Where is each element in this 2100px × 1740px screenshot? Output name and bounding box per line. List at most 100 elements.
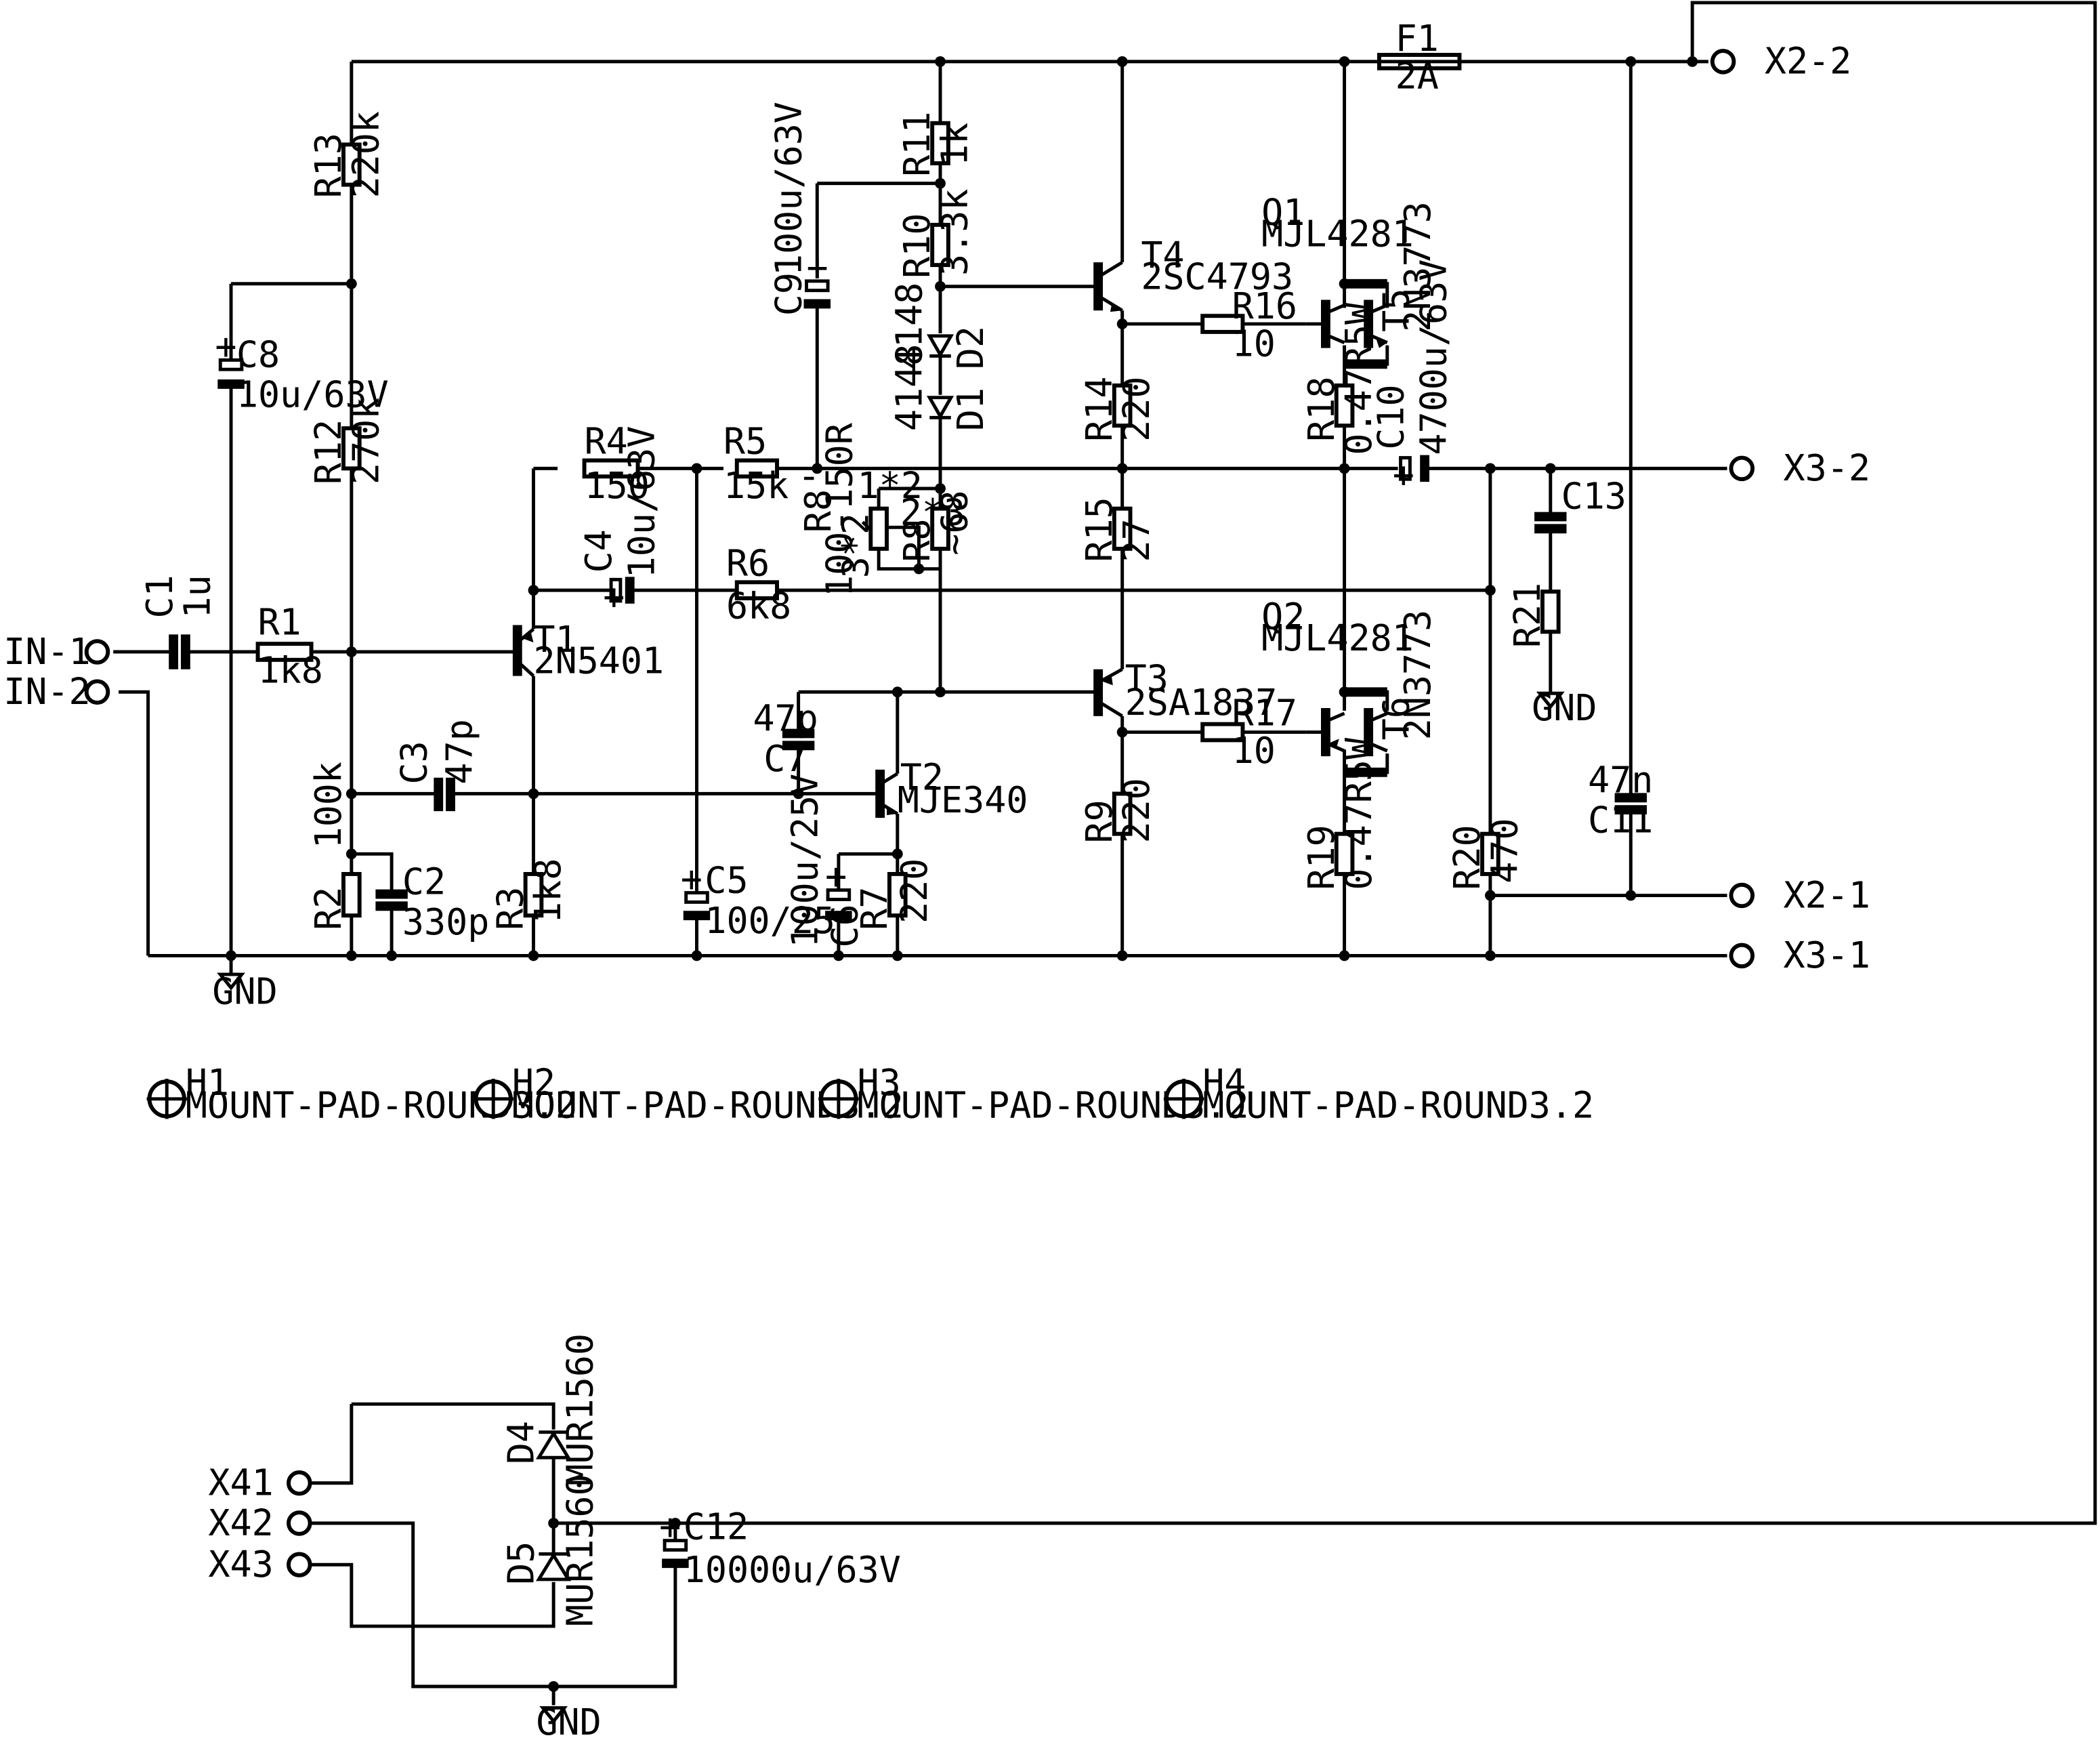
svg-text:47n: 47n — [1588, 758, 1653, 801]
svg-text:47p: 47p — [753, 697, 818, 740]
ground-symbol: GND — [1532, 686, 1597, 729]
svg-text:2N3773: 2N3773 — [1396, 610, 1439, 741]
resistor-r10: R10 3.3k — [896, 188, 975, 278]
svg-text:R20: R20 — [1446, 825, 1488, 890]
resistor-r13: R13 220k — [307, 111, 387, 198]
svg-text:R7: R7 — [853, 887, 896, 930]
terminal-x3-2[interactable]: X3-2 — [1729, 447, 1870, 489]
resistor-r15: R15 27 — [1078, 497, 1158, 562]
svg-text:R19: R19 — [1300, 825, 1343, 890]
svg-text:1k8: 1k8 — [258, 648, 323, 691]
terminal-x2-2[interactable]: X2-2 — [1710, 40, 1851, 83]
svg-text:MJL4281: MJL4281 — [1261, 617, 1414, 659]
junctions — [226, 56, 1698, 1692]
svg-text:X3-2: X3-2 — [1784, 447, 1870, 489]
svg-text:IN-1: IN-1 — [3, 630, 90, 673]
svg-text:220: 220 — [1115, 377, 1158, 442]
svg-text:+: + — [603, 575, 625, 618]
svg-text:D1: D1 — [949, 388, 992, 431]
svg-text:C3: C3 — [392, 741, 435, 784]
svg-text:47p: 47p — [438, 719, 481, 784]
svg-text:R14: R14 — [1078, 377, 1120, 442]
svg-text:100u/63V: 100u/63V — [768, 102, 810, 276]
svg-text:C4: C4 — [577, 529, 620, 573]
capacitor-c2: C2 330p — [375, 861, 489, 943]
svg-text:H4: H4 — [1202, 1061, 1246, 1104]
resistor-r9: R9 220 — [1078, 778, 1158, 843]
svg-text:1*2: 1*2 — [858, 464, 923, 507]
fuse-f1: F1 2A — [1377, 17, 1462, 97]
terminal-in-1[interactable]: IN-1 — [3, 630, 110, 673]
svg-text:1k8: 1k8 — [526, 858, 569, 924]
svg-text:R4: R4 — [585, 420, 628, 463]
transistor-q1-t5: Q1 MJL4281 T5 2N3773 — [1261, 191, 1439, 369]
svg-text:C1: C1 — [138, 575, 181, 618]
svg-text:+: + — [681, 858, 702, 900]
svg-text:X2-2: X2-2 — [1765, 40, 1851, 83]
svg-text:R8: R8 — [896, 518, 938, 562]
wires — [113, 1, 2097, 1705]
svg-text:0.47R5W: 0.47R5W — [1337, 302, 1380, 455]
terminal-x2-1[interactable]: X2-1 — [1729, 873, 1870, 916]
svg-text:470: 470 — [1483, 818, 1526, 883]
svg-text:R9: R9 — [1078, 800, 1120, 843]
capacitor-c4: + C4 10u/63V — [577, 426, 663, 618]
resistor-r16: R16 10 — [1200, 285, 1297, 365]
capacitor-c7: 47p C7 — [753, 697, 818, 780]
terminal-x41[interactable]: X41 — [208, 1462, 312, 1504]
ground-symbol: GND — [536, 1701, 601, 1740]
svg-text:R13: R13 — [307, 133, 350, 198]
svg-text:2N3773: 2N3773 — [1396, 201, 1439, 332]
svg-text:150: 150 — [585, 464, 650, 507]
svg-text:C13: C13 — [1561, 475, 1626, 518]
capacitor-c10: + C10 4700u/63V — [1370, 260, 1455, 496]
svg-text:R16: R16 — [1232, 285, 1297, 327]
resistor-r2: R2 100k — [307, 762, 362, 930]
svg-text:27: 27 — [1115, 518, 1158, 562]
resistor-r19: R19 0.47R5W — [1300, 737, 1380, 890]
svg-text:GND: GND — [1532, 686, 1597, 729]
svg-text:R12: R12 — [307, 419, 350, 484]
resistor-r14: R14 220 — [1078, 377, 1158, 442]
terminal-in-2[interactable]: IN-2 — [3, 670, 110, 713]
svg-text:1u: 1u — [175, 575, 218, 618]
resistor-r17: R17 10 — [1200, 692, 1297, 772]
resistor-r18: R18 0.47R5W — [1300, 302, 1380, 455]
transistor-t4: T4 2SC4793 — [1093, 234, 1293, 312]
svg-text:330p: 330p — [402, 900, 489, 943]
svg-text:15k: 15k — [723, 464, 789, 507]
svg-text:MUR1560: MUR1560 — [558, 1333, 601, 1486]
terminal-x42[interactable]: X42 — [208, 1501, 312, 1544]
capacitor-c3: C3 47p — [392, 719, 481, 812]
svg-text:220k: 220k — [344, 111, 387, 198]
svg-text:T5: T5 — [1374, 289, 1417, 332]
resistor-r1: R1 1k8 — [255, 600, 323, 691]
svg-text:10: 10 — [1232, 729, 1276, 772]
svg-text:4148: 4148 — [887, 283, 930, 369]
capacitor-c1: C1 1u — [138, 575, 218, 669]
svg-text:2A: 2A — [1395, 54, 1439, 97]
svg-text:R17: R17 — [1232, 692, 1297, 734]
capacitor-c5: + C5 100/25 — [681, 858, 835, 942]
svg-text:C5: C5 — [705, 859, 748, 902]
diode-d2: D2 4148 — [887, 283, 992, 369]
svg-text:270k: 270k — [344, 398, 387, 484]
svg-text:10000u/63V: 10000u/63V — [684, 1548, 901, 1591]
svg-text:4700u/63V: 4700u/63V — [1412, 260, 1455, 455]
terminal-x3-1[interactable]: X3-1 — [1729, 934, 1870, 976]
svg-text:X41: X41 — [208, 1462, 273, 1504]
svg-text:R6: R6 — [726, 541, 770, 584]
svg-text:+: + — [806, 246, 828, 289]
svg-text:C9: C9 — [768, 272, 810, 316]
terminal-x43[interactable]: X43 — [208, 1543, 312, 1586]
svg-text:R2: R2 — [307, 887, 350, 930]
svg-text:3.3k: 3.3k — [933, 188, 976, 275]
svg-text:1k: 1k — [933, 123, 976, 166]
diode-d5: D5 MUR1560 — [500, 1474, 602, 1626]
svg-text:MOUNT-PAD-ROUND3.2: MOUNT-PAD-ROUND3.2 — [1202, 1083, 1594, 1126]
svg-text:R5: R5 — [723, 420, 767, 463]
svg-text:MJE340: MJE340 — [898, 779, 1028, 821]
svg-text:220: 220 — [1115, 778, 1158, 843]
svg-text:R1: R1 — [258, 600, 301, 643]
svg-text:X3-1: X3-1 — [1784, 934, 1870, 976]
